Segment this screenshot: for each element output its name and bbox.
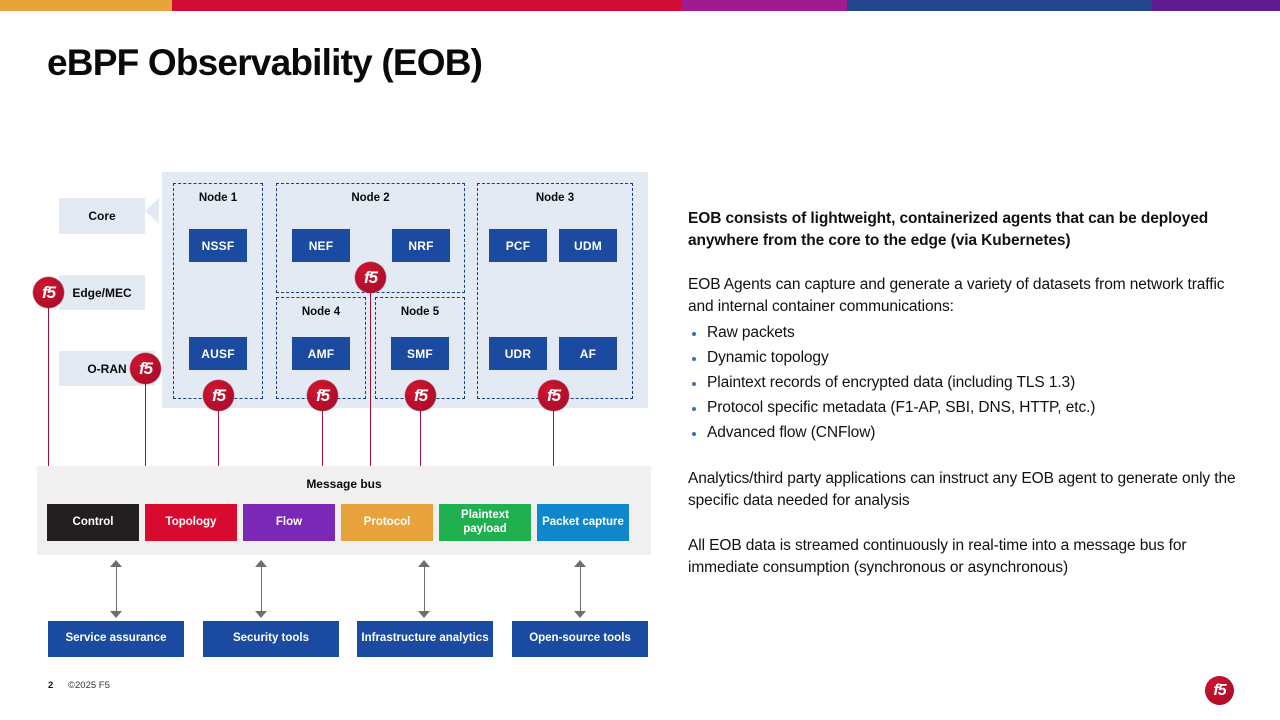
arrow-shaft: [261, 565, 263, 613]
f5-logo-icon: f5: [203, 380, 234, 411]
consumer-security-tools[interactable]: Security tools: [203, 621, 339, 657]
consumer-open-source-tools[interactable]: Open-source tools: [512, 621, 648, 657]
nf-smf: SMF: [391, 337, 449, 370]
chip-control[interactable]: Control: [47, 504, 139, 541]
chip-flow[interactable]: Flow: [243, 504, 335, 541]
nf-udr: UDR: [489, 337, 547, 370]
arrow-infrastructure-analytics: [418, 560, 431, 618]
description-panel: EOB consists of lightweight, containeriz…: [688, 208, 1248, 580]
f5-logo-icon: f5: [130, 353, 161, 384]
label-core-text: Core: [88, 209, 116, 223]
f5-logo-icon: f5: [538, 380, 569, 411]
list-item: Protocol specific metadata (F1-AP, SBI, …: [688, 396, 1248, 421]
description-paragraph-3: All EOB data is streamed continuously in…: [688, 536, 1187, 577]
label-o-ran-text: O-RAN: [87, 361, 127, 376]
arrow-head-down-icon: [418, 611, 430, 618]
dataset-list: Raw packets Dynamic topology Plaintext r…: [688, 321, 1248, 446]
page-number: 2: [48, 680, 54, 691]
consumer-service-assurance[interactable]: Service assurance: [48, 621, 184, 657]
arrow-head-up-icon: [255, 560, 267, 567]
arrow-head-up-icon: [110, 560, 122, 567]
arrow-security-tools: [255, 560, 268, 618]
architecture-diagram: Core Edge/MEC O-RAN Node 1 NSSF AUSF Nod…: [33, 172, 651, 657]
message-bus-title: Message bus: [306, 477, 382, 491]
arrow-open-source-tools: [574, 560, 587, 618]
arrow-head-down-icon: [255, 611, 267, 618]
pin-stem: [47, 291, 50, 481]
nf-pcf: PCF: [489, 229, 547, 262]
top-color-bar: [0, 0, 1280, 11]
label-edge-mec: Edge/MEC: [59, 275, 145, 310]
nf-af: AF: [559, 337, 617, 370]
message-bus: Message bus Control Topology Flow Protoc…: [37, 466, 651, 555]
description-heading: EOB consists of lightweight, containeriz…: [688, 210, 1209, 249]
node-2-label: Node 2: [351, 192, 390, 204]
list-item: Plaintext records of encrypted data (inc…: [688, 371, 1248, 396]
description-paragraph-2: Analytics/third party applications can i…: [688, 469, 1236, 510]
nf-nef: NEF: [292, 229, 350, 262]
list-item: Advanced flow (CNFlow): [688, 421, 1248, 446]
arrow-head-down-icon: [574, 611, 586, 618]
topbar-segment-purple: [1152, 0, 1280, 11]
topbar-segment-orange: [0, 0, 172, 11]
node-1-label: Node 1: [198, 192, 238, 204]
arrow-shaft: [116, 565, 118, 613]
node-4-label: Node 4: [301, 306, 341, 318]
arrow-shaft: [580, 565, 582, 613]
list-item: Raw packets: [688, 321, 1248, 346]
page-title: eBPF Observability (EOB): [47, 42, 483, 83]
nf-ausf: AUSF: [189, 337, 247, 370]
nf-nssf: NSSF: [189, 229, 247, 262]
arrow-head-up-icon: [418, 560, 430, 567]
topbar-segment-magenta: [681, 0, 847, 11]
nf-nrf: NRF: [392, 229, 450, 262]
arrow-shaft: [424, 565, 426, 613]
pin-stem: [144, 367, 147, 481]
copyright-notice: ©2025 F5: [68, 680, 110, 691]
core-arrow-icon: [145, 198, 159, 224]
list-item: Dynamic topology: [688, 346, 1248, 371]
f5-logo-icon: f5: [33, 277, 64, 308]
pin-stem: [419, 394, 422, 481]
nf-amf: AMF: [292, 337, 350, 370]
node-3-label: Node 3: [535, 192, 575, 204]
topbar-segment-blue: [847, 0, 1152, 11]
f5-logo-icon: f5: [1205, 676, 1234, 705]
f5-logo-icon: f5: [355, 262, 386, 293]
nf-udm: UDM: [559, 229, 617, 262]
f5-logo-icon: f5: [307, 380, 338, 411]
arrow-head-down-icon: [110, 611, 122, 618]
chip-packet-capture[interactable]: Packet capture: [537, 504, 629, 541]
node-5-label: Node 5: [400, 306, 440, 318]
chip-topology[interactable]: Topology: [145, 504, 237, 541]
arrow-head-up-icon: [574, 560, 586, 567]
topbar-segment-red: [172, 0, 681, 11]
arrow-service-assurance: [110, 560, 123, 618]
chip-plaintext-payload[interactable]: Plaintext payload: [439, 504, 531, 541]
chip-protocol[interactable]: Protocol: [341, 504, 433, 541]
pin-stem: [217, 394, 220, 481]
pin-stem: [369, 276, 372, 481]
description-intro: EOB Agents can capture and generate a va…: [688, 276, 1225, 316]
label-core: Core: [59, 198, 145, 234]
consumer-infrastructure-analytics[interactable]: Infrastructure analytics: [357, 621, 493, 657]
f5-logo-icon: f5: [405, 380, 436, 411]
pin-stem: [321, 394, 324, 481]
pin-stem: [552, 394, 555, 481]
label-edge-mec-text: Edge/MEC: [72, 285, 132, 300]
